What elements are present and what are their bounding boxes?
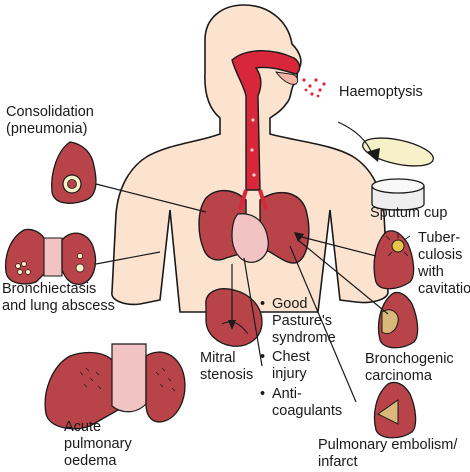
mitral-stenosis-heart-icon [205,288,263,347]
consolidation-label: Consolidation (pneumonia) [6,104,94,137]
bullet-mark: • [260,386,266,402]
haemoptysis-label: Haemoptysis [339,84,423,100]
cause-item: • Good Pasture's syndrome [260,296,350,347]
sputum-cup-label: Sputum cup [370,205,448,221]
bullet-mark: • [260,296,266,312]
arrowheads [228,148,380,330]
bronchiectasis-label: Bronchiectasis and lung abscess [2,281,115,314]
tuberculosis-lung-icon [373,230,415,290]
consolidation-lung-icon [51,141,97,204]
bullet-mark: • [260,349,266,365]
acute-oedema-lungs-icon [44,343,186,430]
cause-text: Chest injury [272,349,310,382]
pulmonary-embolism-label: Pulmonary embolism/ infarct [318,437,458,470]
airway [231,50,301,191]
cause-item: • Chest injury [260,349,350,383]
bronchiectasis-lungs-icon [4,228,97,286]
mitral-stenosis-label: Mitral stenosis [200,350,254,383]
cause-item: • Anti- coagulants [260,386,350,420]
tuberculosis-label: Tuber- culosis with cavitation [418,230,470,297]
central-lungs [198,189,310,264]
blood-spray [302,78,326,98]
cause-text: Good Pasture's syndrome [272,296,336,346]
acute-oedema-label: Acute pulmonary oedema [64,419,132,469]
bronchogenic-label: Bronchogenic carcinoma [365,351,454,384]
sputum-cup-icon [362,137,434,211]
cause-text: Anti- coagulants [272,386,343,419]
pulmonary-embolism-lung-icon [373,381,417,439]
bronchogenic-carcinoma-lung-icon [377,291,419,349]
leader-lines [95,121,389,403]
